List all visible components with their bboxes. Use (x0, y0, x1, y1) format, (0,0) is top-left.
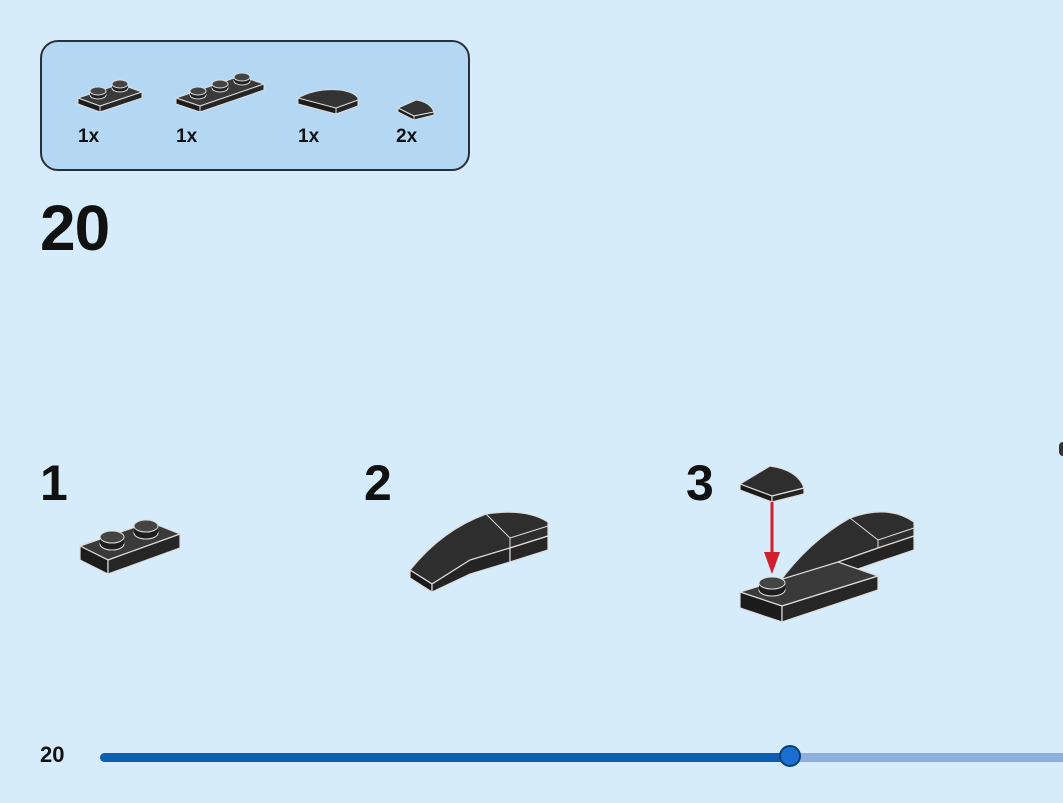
plate-1x3-icon (174, 72, 266, 113)
curved-slope-icon (297, 89, 359, 115)
substep-3-number: 3 (686, 455, 714, 511)
part-quarter-round-tile (394, 96, 438, 122)
step-number: 20 (40, 192, 110, 264)
progress-knob-icon[interactable] (779, 745, 802, 767)
plate-1x2-icon (76, 79, 144, 113)
part-plate-1x3 (174, 70, 268, 118)
part-qty-quarter-round-tile: 2x (396, 126, 418, 147)
plate-1x2-assembly-icon (78, 519, 182, 575)
substep-2-model (408, 508, 550, 598)
quarter-round-tile-icon (396, 99, 435, 121)
part-qty-plate-1x3: 1x (176, 126, 198, 147)
progress-bar[interactable] (100, 745, 1063, 767)
progress-fill (100, 753, 791, 762)
part-plate-1x2 (76, 78, 146, 118)
curved-slope-assembly-icon (409, 511, 549, 594)
part-curved-slope (296, 88, 362, 120)
part-qty-plate-1x2: 1x (78, 126, 100, 147)
parts-list-box: 1x 1x 1x (40, 40, 470, 171)
edge-marker-icon (1059, 442, 1063, 456)
part-qty-curved-slope: 1x (298, 126, 320, 147)
combined-assembly-icon (738, 465, 915, 623)
page-number: 20 (40, 742, 65, 767)
substep-1-number: 1 (40, 455, 68, 511)
substep-2-number: 2 (364, 455, 392, 511)
substep-3-model (738, 462, 918, 628)
substep-1-model (78, 512, 182, 578)
